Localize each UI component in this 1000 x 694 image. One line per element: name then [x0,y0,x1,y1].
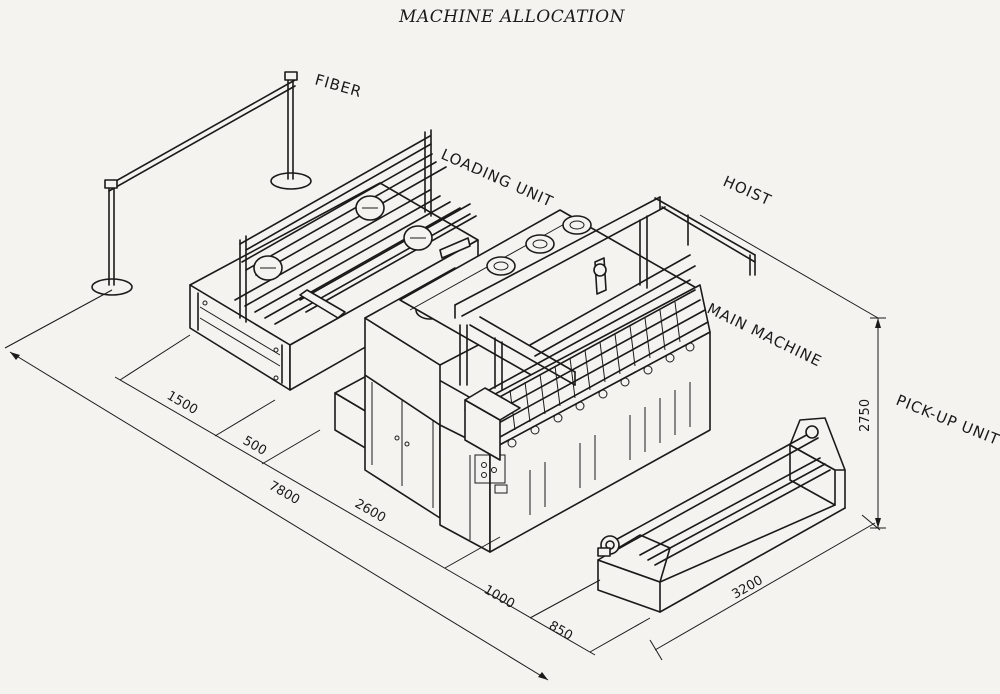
dim-850: 850 [546,618,575,643]
drawing-title: MACHINE ALLOCATION [398,7,626,27]
hoist-drawing [454,196,756,391]
dim-1000: 1000 [481,582,517,612]
pick-up-unit-drawing [597,417,846,613]
dim-1500: 1500 [164,388,200,418]
label-main-machine: MAIN MACHINE [704,299,825,370]
label-fiber: FIBER [313,71,364,102]
dimension-lines [4,214,886,681]
dim-2750: 2750 [858,399,873,432]
dim-500: 500 [240,433,269,458]
label-loading-unit: LOADING UNIT [438,145,556,211]
label-pick-up-unit: PICK-UP UNIT [894,391,1000,449]
dim-2600: 2600 [352,496,388,526]
fiber-stand [91,71,312,296]
loading-unit-drawing [189,129,479,391]
main-machine-drawing [334,209,711,553]
dim-3200: 3200 [730,573,766,603]
label-hoist: HOIST [720,172,774,209]
